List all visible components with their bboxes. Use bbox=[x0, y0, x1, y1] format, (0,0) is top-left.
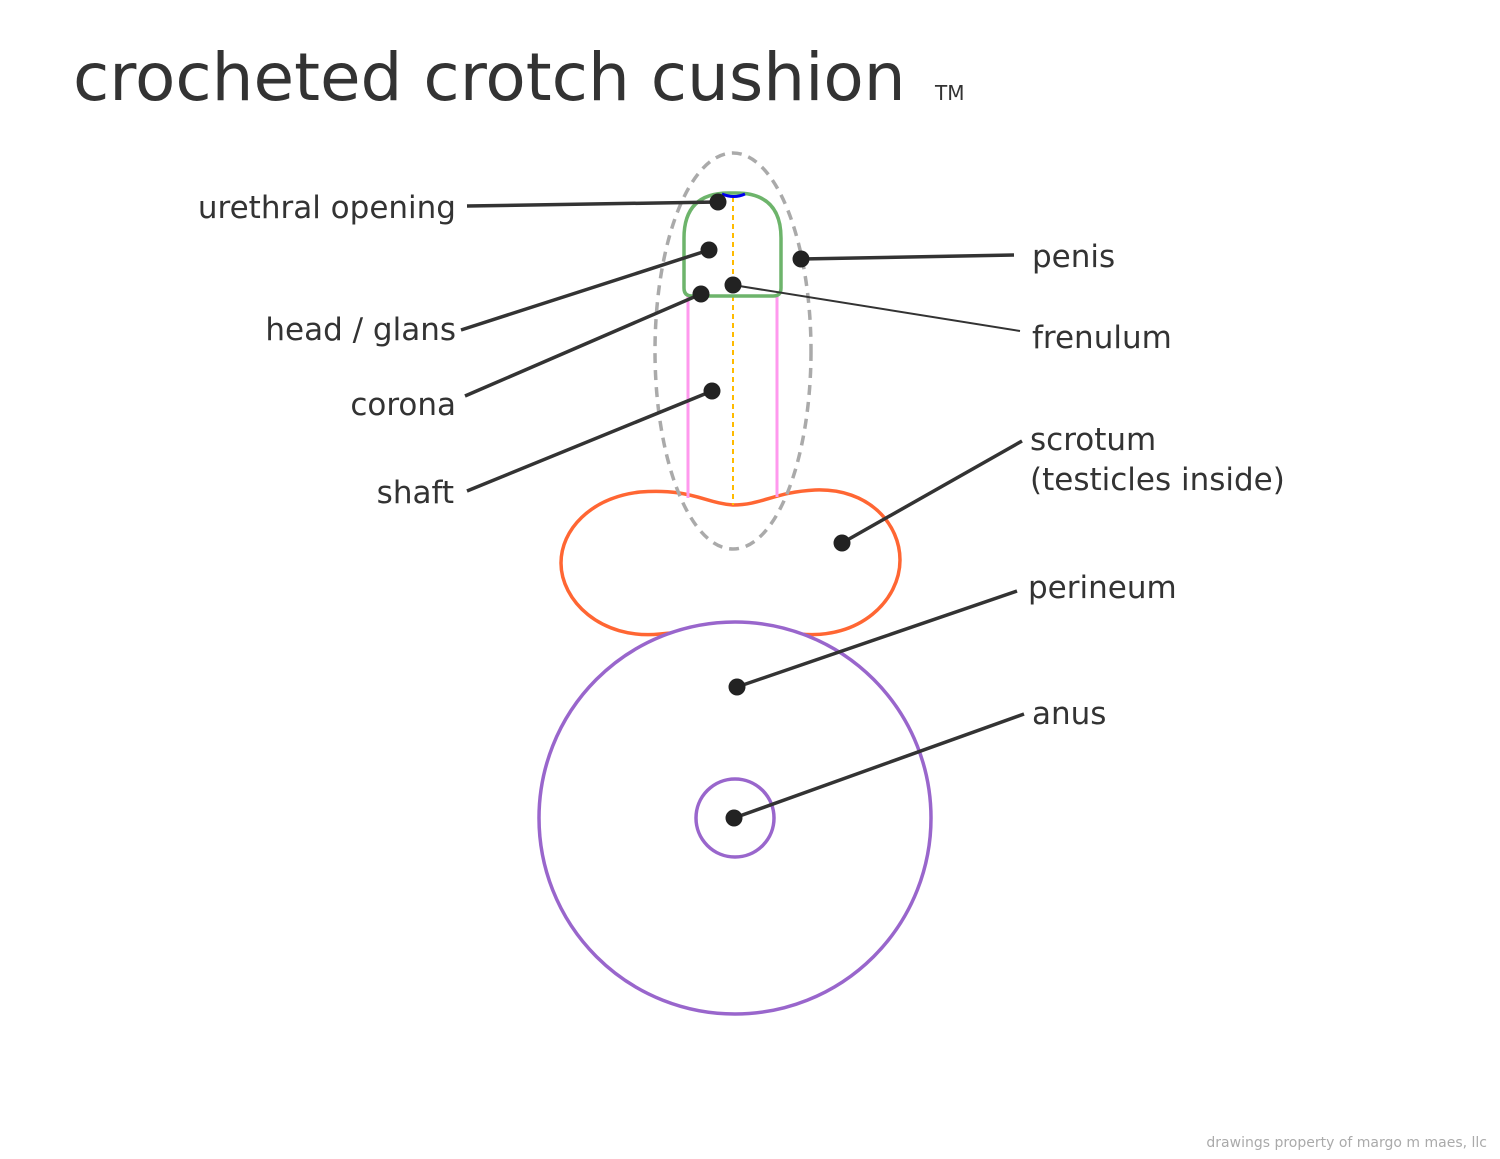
label-corona: corona bbox=[350, 387, 456, 423]
label-perineum: perineum bbox=[1028, 570, 1177, 606]
copyright-footer: drawings property of margo m maes, llc bbox=[1206, 1135, 1487, 1151]
marker-corona bbox=[692, 285, 710, 303]
label-scrotum: scrotum bbox=[1030, 422, 1156, 458]
glans-outline bbox=[682, 191, 783, 298]
label-anus: anus bbox=[1032, 696, 1106, 732]
leader-anus bbox=[733, 712, 1025, 820]
marker-head-glans bbox=[700, 241, 718, 259]
leader-frenulum bbox=[732, 284, 1021, 332]
label-urethral-opening: urethral opening bbox=[198, 190, 456, 226]
page-title: crocheted crotch cushion bbox=[73, 39, 906, 116]
marker-shaft bbox=[703, 382, 721, 400]
urethral-opening-mark bbox=[721, 192, 746, 198]
marker-penis bbox=[792, 250, 810, 268]
marker-anus bbox=[725, 809, 743, 827]
leader-head-glans bbox=[460, 248, 710, 332]
marker-urethral-opening bbox=[709, 193, 727, 211]
label-penis: penis bbox=[1032, 239, 1115, 275]
marker-scrotum bbox=[833, 534, 851, 552]
leader-scrotum bbox=[841, 439, 1023, 545]
leader-perineum bbox=[736, 589, 1018, 689]
marker-frenulum bbox=[724, 276, 742, 294]
marker-perineum bbox=[728, 678, 746, 696]
leader-penis bbox=[800, 253, 1015, 261]
anus-circle bbox=[694, 777, 776, 859]
leader-urethral-opening bbox=[466, 200, 719, 208]
trademark-mark: TM bbox=[934, 81, 964, 105]
scrotum-outline bbox=[559, 488, 902, 637]
label-frenulum: frenulum bbox=[1032, 320, 1172, 356]
leader-shaft bbox=[466, 389, 713, 493]
leader-corona bbox=[464, 292, 702, 398]
label-shaft: shaft bbox=[377, 475, 454, 511]
penis-outline bbox=[653, 151, 813, 551]
label-head-glans: head / glans bbox=[265, 312, 456, 348]
label-scrotum-note: (testicles inside) bbox=[1030, 462, 1285, 498]
